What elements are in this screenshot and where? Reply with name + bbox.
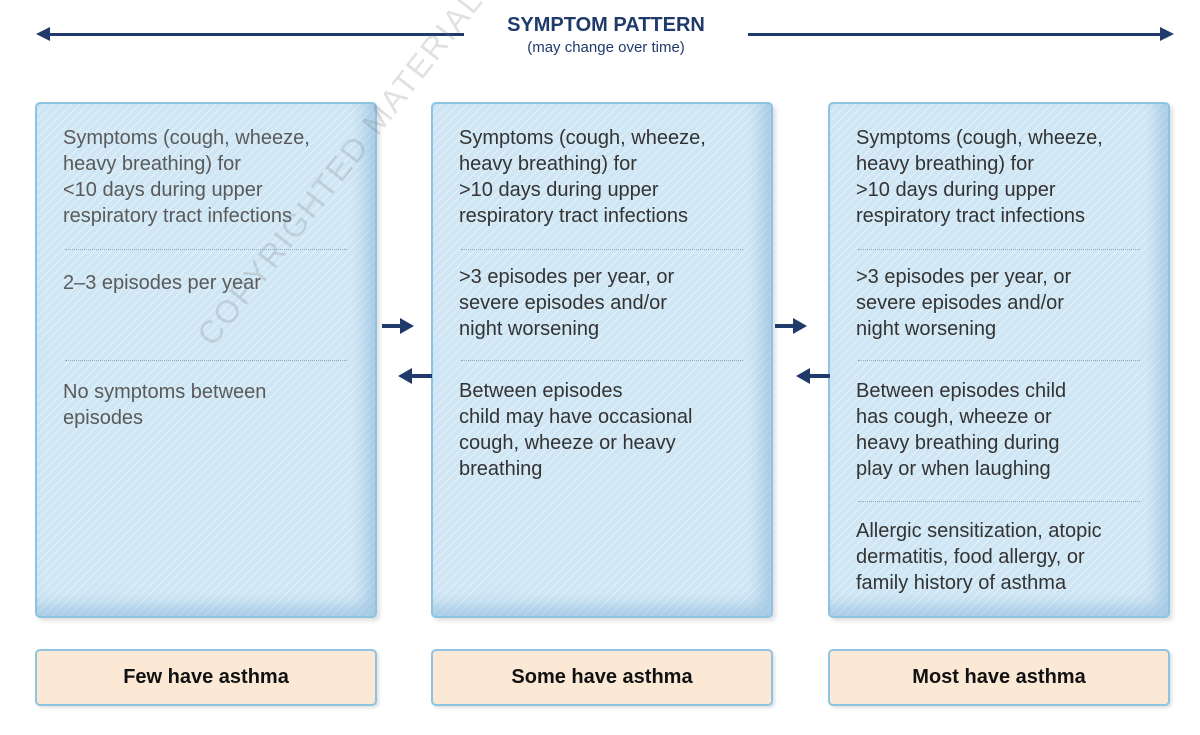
symptom-column-most: Symptoms (cough, wheeze, heavy breathing… <box>828 102 1170 618</box>
column-most-between: Between episodes child has cough, wheeze… <box>856 380 1067 480</box>
column-most-episodes: >3 episodes per year, or severe episodes… <box>856 266 1072 340</box>
column-most-duration: Symptoms (cough, wheeze, heavy breathing… <box>856 127 1103 227</box>
symptom-pattern-header: SYMPTOM PATTERN (may change over time) <box>0 0 1200 70</box>
arrow-left-icon <box>794 368 830 384</box>
cell-divider <box>461 249 743 250</box>
symptom-column-some: Symptoms (cough, wheeze, heavy breathing… <box>431 102 773 618</box>
cell-divider <box>858 501 1140 502</box>
column-few-duration: Symptoms (cough, wheeze, heavy breathing… <box>63 127 310 227</box>
column-most-allergy: Allergic sensitization, atopic dermatiti… <box>856 520 1102 594</box>
column-some-between: Between episodes child may have occasion… <box>459 380 693 480</box>
header-line-left <box>44 33 464 36</box>
cell-divider <box>65 360 347 361</box>
arrow-left-icon <box>396 368 432 384</box>
result-some-have-asthma: Some have asthma <box>431 649 773 706</box>
cell-divider <box>858 249 1140 250</box>
arrow-right-icon <box>382 318 416 334</box>
header-title: SYMPTOM PATTERN <box>507 14 705 36</box>
result-most-have-asthma: Most have asthma <box>828 649 1170 706</box>
arrow-right-icon <box>775 318 809 334</box>
header-line-right <box>748 33 1162 36</box>
header-subtitle: (may change over time) <box>527 39 685 56</box>
column-some-duration: Symptoms (cough, wheeze, heavy breathing… <box>459 127 706 227</box>
column-few-episodes: 2–3 episodes per year <box>63 272 261 294</box>
result-few-have-asthma: Few have asthma <box>35 649 377 706</box>
column-some-episodes: >3 episodes per year, or severe episodes… <box>459 266 675 340</box>
cell-divider <box>461 360 743 361</box>
right-arrowhead-icon <box>1160 27 1174 41</box>
cell-divider <box>65 249 347 250</box>
cell-divider <box>858 360 1140 361</box>
left-arrowhead-icon <box>36 27 50 41</box>
symptom-column-few: Symptoms (cough, wheeze, heavy breathing… <box>35 102 377 618</box>
column-few-between: No symptoms between episodes <box>63 381 267 429</box>
